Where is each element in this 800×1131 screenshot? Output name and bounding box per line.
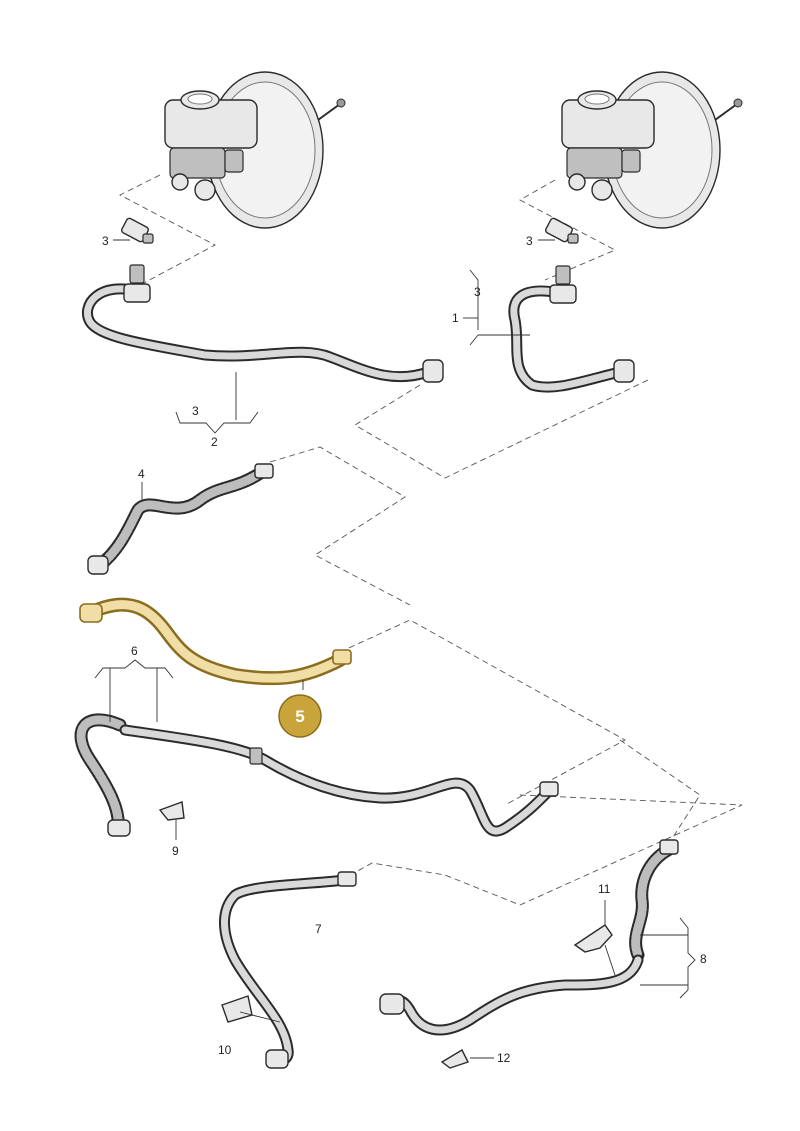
callout-labels: 3 3 3 1 3 2 4 6 9 7 10 11 8 12 bbox=[102, 234, 707, 1065]
clip-bottom[interactable] bbox=[221, 995, 253, 1023]
vacuum-hose-lower[interactable] bbox=[219, 871, 357, 1069]
pressure-sensor-left[interactable] bbox=[121, 217, 154, 244]
highlighted-hose-fill bbox=[87, 600, 345, 683]
vacuum-hose-right[interactable] bbox=[379, 839, 679, 1036]
clip-lower-left[interactable] bbox=[158, 801, 185, 821]
callout-clip-bottom-right: 12 bbox=[497, 1051, 511, 1065]
callout-hose-lower: 7 bbox=[315, 922, 322, 936]
callout-bracket-right: 11 bbox=[598, 882, 611, 896]
vacuum-hose-upper-right[interactable] bbox=[508, 265, 635, 393]
callout-braided-hose: 4 bbox=[138, 467, 145, 481]
callout-right-group: 1 bbox=[452, 311, 459, 325]
vacuum-hose-middle[interactable] bbox=[74, 713, 559, 837]
vacuum-hose-upper-left[interactable] bbox=[82, 264, 444, 383]
clip-bottom-right[interactable] bbox=[440, 1049, 469, 1069]
highlight-badge-label: 5 bbox=[295, 707, 304, 726]
callout-right-booster-sensor: 3 bbox=[526, 234, 533, 248]
highlight-badge-circle bbox=[278, 694, 322, 738]
callout-hose-group: 6 bbox=[131, 644, 138, 658]
callout-clip-bottom: 10 bbox=[218, 1043, 232, 1057]
leader-lines bbox=[94, 239, 696, 1059]
callout-left-booster-sensor: 3 bbox=[102, 234, 109, 248]
brake-booster-right[interactable] bbox=[561, 71, 743, 229]
assembly-lines bbox=[119, 174, 743, 906]
callout-clip-lower-left: 9 bbox=[172, 844, 179, 858]
brake-booster-left[interactable] bbox=[164, 71, 346, 229]
callout-left-group-item: 3 bbox=[192, 404, 199, 418]
callout-right-group-item: 3 bbox=[474, 285, 481, 299]
highlighted-hose[interactable] bbox=[79, 597, 352, 686]
bracket-right[interactable] bbox=[573, 924, 613, 953]
callout-hose-group-right: 8 bbox=[700, 952, 707, 966]
braided-hose[interactable] bbox=[87, 463, 274, 575]
pressure-sensor-right[interactable] bbox=[545, 217, 579, 244]
callout-left-group: 2 bbox=[211, 435, 218, 449]
highlight-badge[interactable]: 5 bbox=[278, 694, 322, 738]
